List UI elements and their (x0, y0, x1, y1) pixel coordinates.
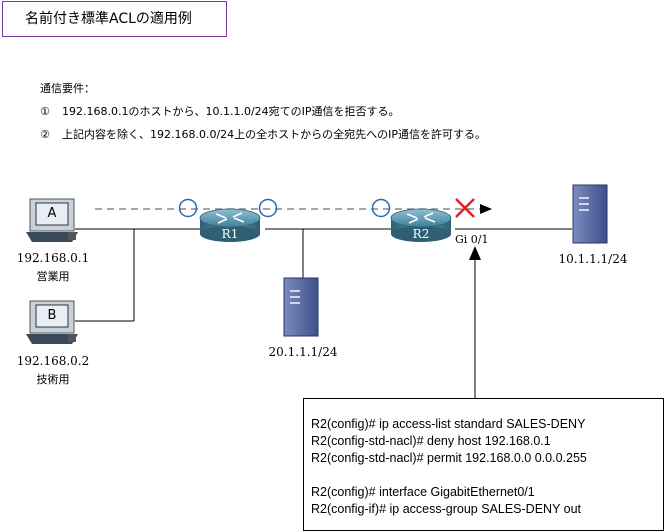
pc-a-ip: 192.168.0.1 (16, 251, 90, 265)
requirement-text: 192.168.0.1のホストから、10.1.1.0/24宛てのIP通信を拒否す… (62, 105, 400, 118)
config-line: R2(config)# ip access-list standard SALE… (311, 417, 586, 431)
server-mid-icon (283, 277, 319, 337)
requirement-text: 上記内容を除く、192.168.0.0/24上の全ホストからの全宛先へのIP通信… (62, 128, 487, 141)
pc-a-letter: A (47, 206, 57, 221)
marker-circle-r1-right (258, 198, 278, 218)
config-pointer-arrowhead (469, 246, 481, 260)
deny-x-icon (455, 198, 475, 218)
server-right-icon (572, 184, 608, 244)
pc-b-role: 技術用 (36, 373, 70, 386)
router-r2-label: R2 (412, 227, 430, 241)
requirements-heading: 通信要件： (40, 82, 95, 95)
marker-circle-r1-left (178, 198, 198, 218)
config-line: R2(config-if)# ip access-group SALES-DEN… (311, 502, 582, 516)
interface-markers (178, 198, 391, 218)
marker-circle-r2-left (371, 198, 391, 218)
pc-a-role: 営業用 (36, 270, 70, 283)
server-mid-ip: 20.1.1.1/24 (268, 345, 338, 359)
pc-a-icon (26, 198, 78, 242)
router-r1-icon (199, 208, 261, 242)
requirement-item-2: ② 上記内容を除く、192.168.0.0/24上の全ホストからの全宛先へのIP通… (40, 126, 486, 142)
config-line: R2(config-std-nacl)# permit 192.168.0.0 … (311, 451, 587, 465)
pc-b-letter: B (47, 308, 57, 323)
network-links (75, 228, 572, 322)
router-r1-label: R1 (221, 227, 239, 241)
config-box: R2(config)# ip access-list standard SALE… (303, 398, 664, 531)
config-line: R2(config)# interface GigabitEthernet0/1 (311, 485, 535, 499)
pc-b-ip: 192.168.0.2 (16, 354, 90, 368)
requirement-number: ① (40, 105, 50, 118)
router-r2-icon (390, 208, 452, 242)
traffic-flow-arrowhead (480, 204, 492, 214)
diagram-title: 名前付き標準ACLの適用例 (2, 1, 227, 37)
requirement-item-1: ① 192.168.0.1のホストから、10.1.1.0/24宛てのIP通信を拒否… (40, 103, 400, 119)
server-right-ip: 10.1.1.1/24 (558, 252, 628, 266)
config-line-blank (311, 467, 663, 484)
pc-b-icon (26, 300, 78, 344)
config-line: R2(config-std-nacl)# deny host 192.168.0… (311, 434, 551, 448)
r2-interface-label: Gi 0/1 (455, 233, 489, 246)
requirement-number: ② (40, 128, 50, 141)
